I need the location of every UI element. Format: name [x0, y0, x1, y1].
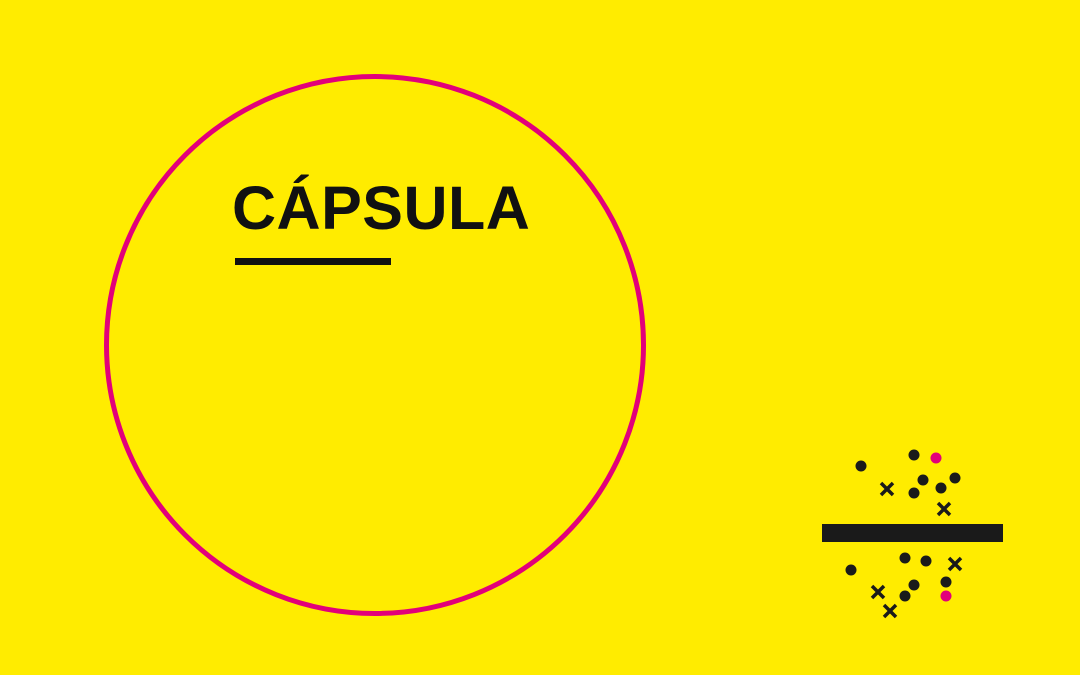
decorative-circle [104, 74, 646, 616]
title-underline [235, 258, 391, 265]
logo-dots [845, 449, 961, 602]
logo-crosses [870, 481, 963, 619]
logo-bar [822, 524, 1003, 542]
page-title: CÁPSULA [232, 174, 531, 242]
logo-accent-dots [930, 452, 952, 602]
